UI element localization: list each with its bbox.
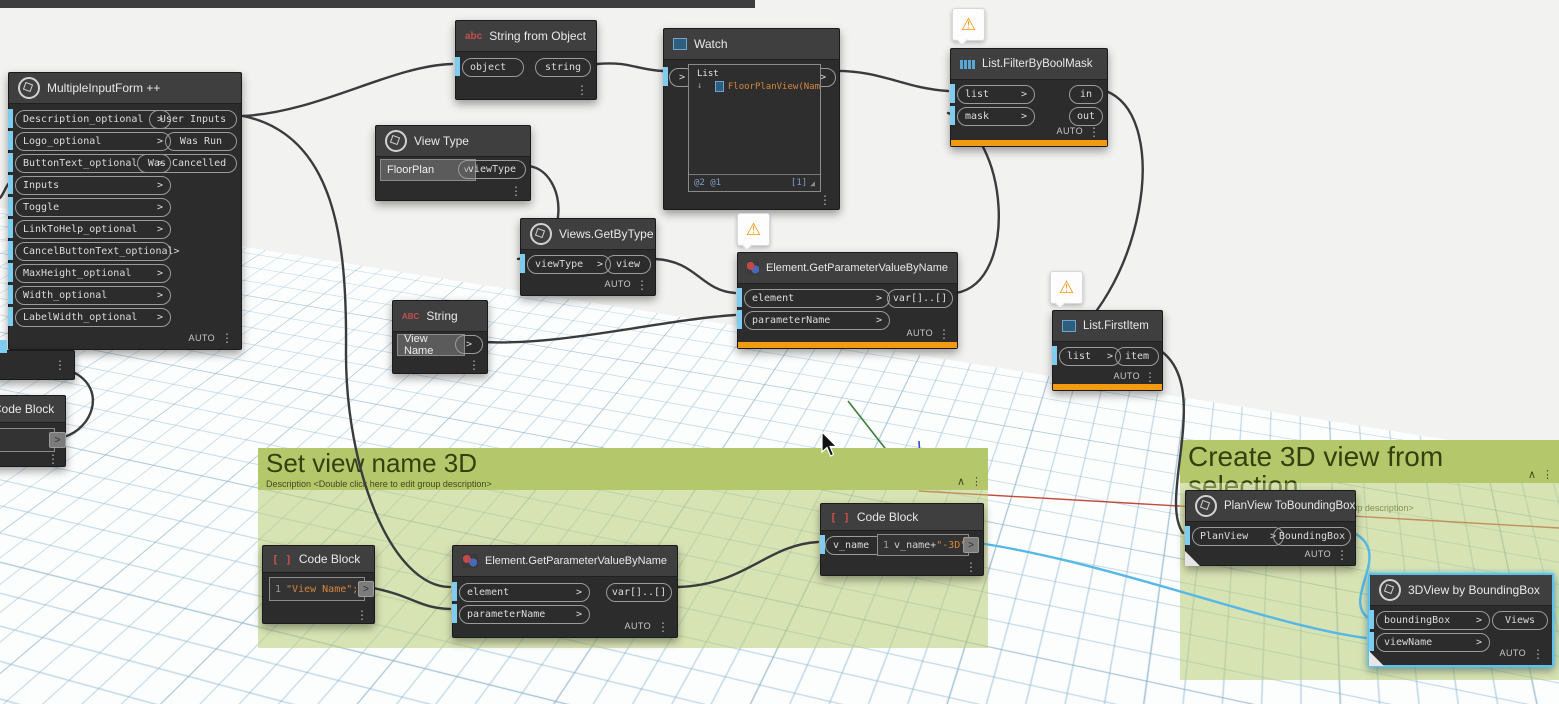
- mouse-cursor: [0, 0, 1559, 704]
- dynamo-canvas: Set view name 3D Description <Double cli…: [0, 0, 1559, 704]
